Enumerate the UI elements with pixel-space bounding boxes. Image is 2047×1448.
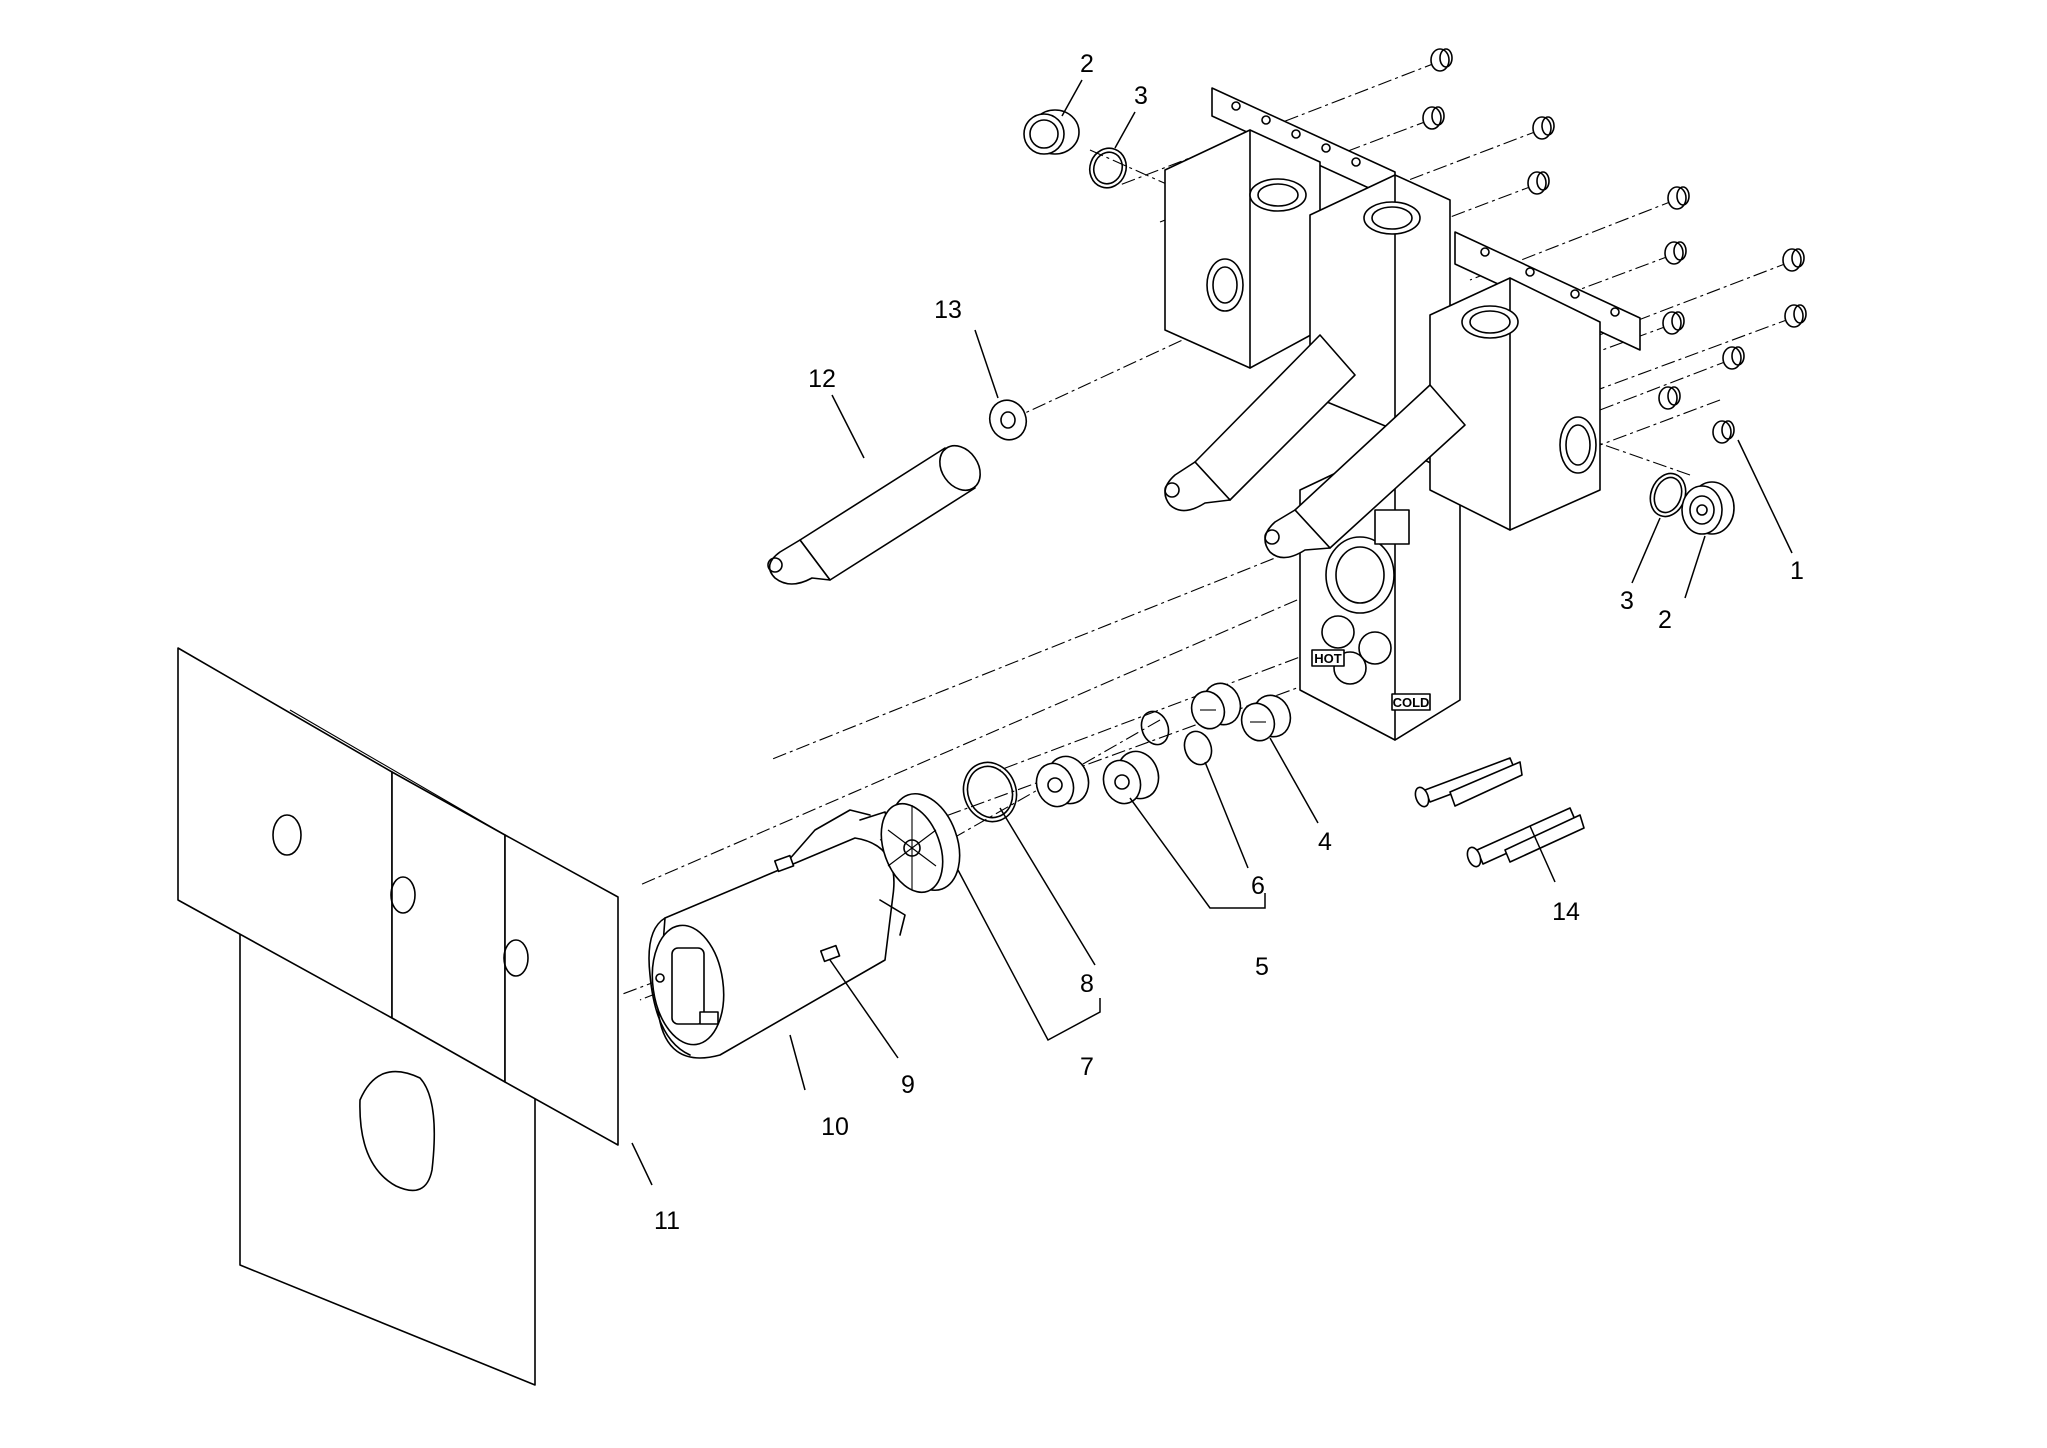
adapter-washer	[988, 399, 1028, 441]
cold-marking-box	[1391, 693, 1431, 711]
body-logo-badge	[1374, 509, 1410, 545]
check-valve-lower-right	[1240, 694, 1292, 742]
callout-4: 4	[1318, 828, 1332, 856]
check-valve-upper-right	[1190, 682, 1242, 730]
cap-screw	[1667, 186, 1690, 210]
callout-5: 5	[1255, 953, 1269, 981]
cap-screw	[1532, 116, 1555, 140]
cap-screw	[1782, 248, 1805, 272]
housing-screw-side	[819, 944, 841, 963]
wall-anchor-lower	[1466, 807, 1585, 868]
middle-plate-hole	[390, 876, 416, 914]
spoked-retainer-ring	[880, 792, 961, 894]
right-plate-hole	[503, 939, 529, 977]
cap-screw	[1712, 420, 1735, 444]
callout-13: 13	[934, 296, 962, 324]
cap-screw	[1662, 311, 1685, 335]
callout-8: 8	[1080, 970, 1094, 998]
hot-marking-box	[1311, 649, 1345, 667]
callout-1: 1	[1790, 557, 1804, 585]
callout-2-top: 2	[1080, 50, 1094, 78]
callout-7: 7	[1080, 1053, 1094, 1081]
valve-body-assembly: HOT COLD	[1164, 129, 1601, 741]
blanking-plug-right	[1681, 481, 1735, 535]
cap-screw	[1422, 106, 1445, 130]
cap-screw	[1722, 346, 1745, 370]
cap-screws-group	[1422, 48, 1807, 444]
thermostat-housing	[648, 809, 906, 1059]
check-valve-centre	[1102, 750, 1160, 805]
o-ring-small-lower	[1183, 730, 1213, 766]
blanking-plug-top	[1023, 109, 1080, 155]
lower-plate-cutout	[359, 1070, 436, 1192]
callout-3-right: 3	[1620, 587, 1634, 615]
hot-marking-text: HOT	[1314, 651, 1342, 666]
callout-6: 6	[1251, 872, 1265, 900]
o-ring-large	[962, 761, 1018, 823]
callout-14: 14	[1552, 898, 1580, 926]
cap-screw	[1658, 386, 1681, 410]
cover-plates-group	[177, 647, 619, 1386]
cartridge-sleeve	[767, 444, 981, 585]
seal-ring-top	[1088, 147, 1128, 189]
housing-logo-badge	[699, 1011, 719, 1025]
callout-leader-lines	[631, 79, 1793, 1186]
housing-screw-top	[773, 854, 795, 873]
callout-9: 9	[901, 1071, 915, 1099]
left-valve-block	[1164, 129, 1321, 369]
callout-12: 12	[808, 365, 836, 393]
callout-3-top: 3	[1134, 82, 1148, 110]
cold-marking-text: COLD	[1393, 695, 1430, 710]
upper-plate-hole	[272, 814, 302, 856]
callout-labels: 1 2 2 3 3 4 5 6 7 8 9 10 11 12 13 14	[654, 50, 1804, 1235]
cap-screw	[1430, 48, 1453, 72]
callout-10: 10	[821, 1113, 849, 1141]
callout-11: 11	[654, 1207, 680, 1235]
wall-anchor-upper	[1414, 757, 1523, 808]
check-valve-left	[1035, 755, 1090, 808]
o-ring-small-upper	[1140, 710, 1170, 746]
right-cover-plate	[504, 834, 619, 1146]
cap-screw	[1527, 171, 1550, 195]
callout-2-right: 2	[1658, 606, 1672, 634]
cap-screw	[1664, 241, 1687, 265]
cap-screw	[1784, 304, 1807, 328]
